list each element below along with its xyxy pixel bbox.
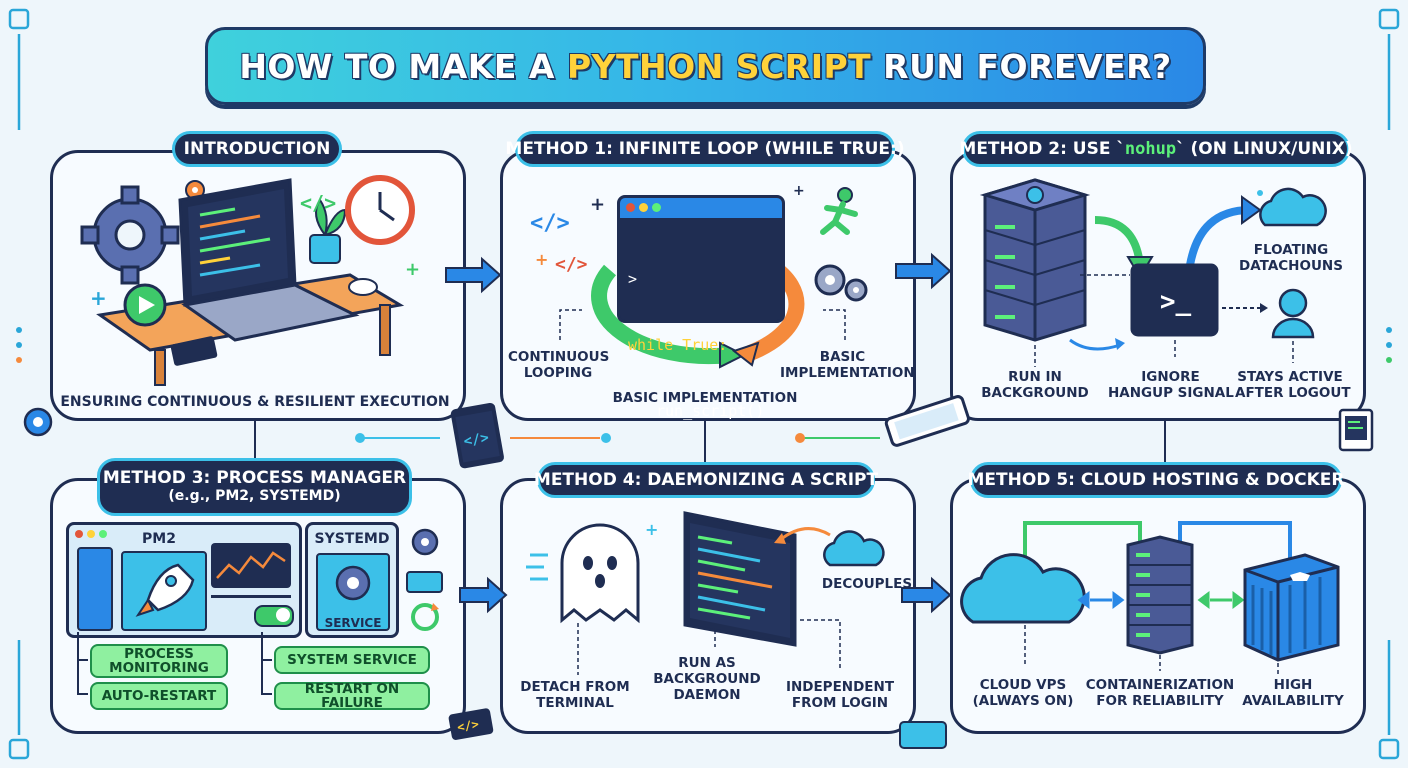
toggle-switch bbox=[254, 605, 294, 627]
docker-chip-icon bbox=[899, 721, 947, 749]
title-part-2: RUN FOREVER? bbox=[871, 46, 1172, 86]
badge-method-3: METHOD 3: PROCESS MANAGER (e.g., PM2, SY… bbox=[97, 458, 412, 516]
svg-text:+: + bbox=[535, 250, 548, 269]
cloud-icon bbox=[1259, 187, 1327, 227]
badge-introduction: INTRODUCTION bbox=[172, 131, 342, 167]
pm2-sidebar bbox=[77, 547, 113, 631]
phone-icon bbox=[884, 395, 970, 447]
systemd-label: SYSTEMD bbox=[314, 531, 390, 547]
monitor-icon bbox=[1338, 408, 1374, 452]
ghost-icon bbox=[560, 523, 640, 624]
daemon-illustration: + bbox=[526, 511, 885, 675]
code-chip-icon: </> bbox=[448, 708, 494, 740]
svg-text:+: + bbox=[590, 194, 605, 215]
runner-icon bbox=[820, 187, 858, 235]
code-window-titlebar bbox=[620, 198, 782, 218]
clock-icon bbox=[345, 175, 415, 245]
service-label: SERVICE bbox=[324, 616, 382, 630]
terminal-icon bbox=[1130, 263, 1219, 337]
arrow-m3-to-m4 bbox=[459, 576, 508, 614]
systemd-panel: SYSTEMD SERVICE bbox=[305, 522, 399, 638]
loop-arrow-green bbox=[719, 341, 747, 369]
arrow-intro-to-m1 bbox=[445, 256, 502, 294]
m1-caption: BASIC IMPLEMENTATION bbox=[612, 390, 798, 406]
container-server-icon bbox=[1126, 535, 1194, 655]
svg-text:+: + bbox=[793, 183, 805, 199]
gear-icon bbox=[23, 407, 53, 437]
badge-method-5: METHOD 5: CLOUD HOSTING & DOCKER bbox=[968, 462, 1345, 498]
page-title: HOW TO MAKE A PYTHON SCRIPT RUN FOREVER? bbox=[239, 47, 1171, 86]
nohup-code: nohup bbox=[1124, 139, 1177, 159]
cloud-icon bbox=[823, 530, 885, 567]
title-part-1: HOW TO MAKE A bbox=[239, 46, 567, 86]
loop-arrow-orange bbox=[731, 341, 760, 367]
chart-monitor-icon bbox=[211, 543, 291, 588]
docker-container-icon bbox=[1243, 553, 1340, 662]
arrow-m4-to-m5 bbox=[901, 576, 952, 614]
nohup-illustration bbox=[979, 178, 1327, 367]
svg-text:+: + bbox=[90, 286, 107, 310]
intro-illustration: </> + + bbox=[80, 175, 420, 386]
svg-text:+: + bbox=[645, 520, 658, 539]
server-icon bbox=[979, 178, 1091, 342]
pm2-dashboard: PM2 bbox=[66, 522, 302, 638]
code-tag-icon: </> bbox=[300, 191, 336, 215]
title-banner: HOW TO MAKE A PYTHON SCRIPT RUN FOREVER? bbox=[205, 27, 1206, 105]
daemon-screen-icon bbox=[683, 511, 797, 647]
svg-text:</>: </> bbox=[456, 717, 480, 735]
m4-label-decouples: DECOUPLES bbox=[821, 576, 913, 592]
m3-side-icons bbox=[406, 528, 443, 631]
gear-icon bbox=[411, 528, 439, 556]
user-icon bbox=[1271, 288, 1315, 339]
code-line-while: while True: bbox=[628, 336, 728, 354]
badge-method-1: METHOD 1: INFINITE LOOP (WHILE TRUE:) bbox=[505, 131, 905, 167]
cloud-vps-icon bbox=[960, 553, 1086, 624]
m5-label-vps: CLOUD VPS(ALWAYS ON) bbox=[972, 677, 1074, 709]
gears-icon bbox=[814, 264, 868, 302]
pill-restart-on-failure: RESTART ON FAILURE bbox=[274, 682, 430, 710]
service-gear-icon: SERVICE bbox=[316, 553, 390, 631]
svg-text:</>: </> bbox=[462, 430, 490, 450]
play-icon bbox=[123, 283, 167, 327]
pm2-label: PM2 bbox=[142, 531, 176, 547]
pill-system-service: SYSTEM SERVICE bbox=[274, 646, 430, 674]
title-highlight: PYTHON SCRIPT bbox=[566, 46, 872, 86]
pill-auto-restart: AUTO-RESTART bbox=[90, 682, 228, 710]
arrow-m1-to-m2 bbox=[895, 252, 952, 290]
rocket-icon bbox=[121, 551, 207, 631]
code-line-run: run_script() bbox=[656, 402, 765, 420]
svg-text:</>: </> bbox=[555, 254, 588, 275]
badge-method-4: METHOD 4: DAEMONIZING A SCRIPT bbox=[534, 462, 878, 498]
badge-method-2: METHOD 2: USE `nohup` (ON LINUX/UNIX) bbox=[959, 131, 1353, 167]
refresh-icon bbox=[411, 603, 439, 631]
cloud-docker-illustration bbox=[960, 521, 1340, 677]
intro-caption: ENSURING CONTINUOUS & RESILIENT EXECUTIO… bbox=[60, 394, 450, 410]
code-prompt-1: > bbox=[628, 270, 638, 288]
gear-icon bbox=[80, 185, 180, 285]
terminal-prompt: >_ bbox=[1159, 287, 1192, 317]
code-tablet-icon: </> bbox=[450, 402, 504, 469]
svg-text:+: + bbox=[405, 259, 420, 280]
code-tag-icon: </> bbox=[530, 211, 570, 236]
